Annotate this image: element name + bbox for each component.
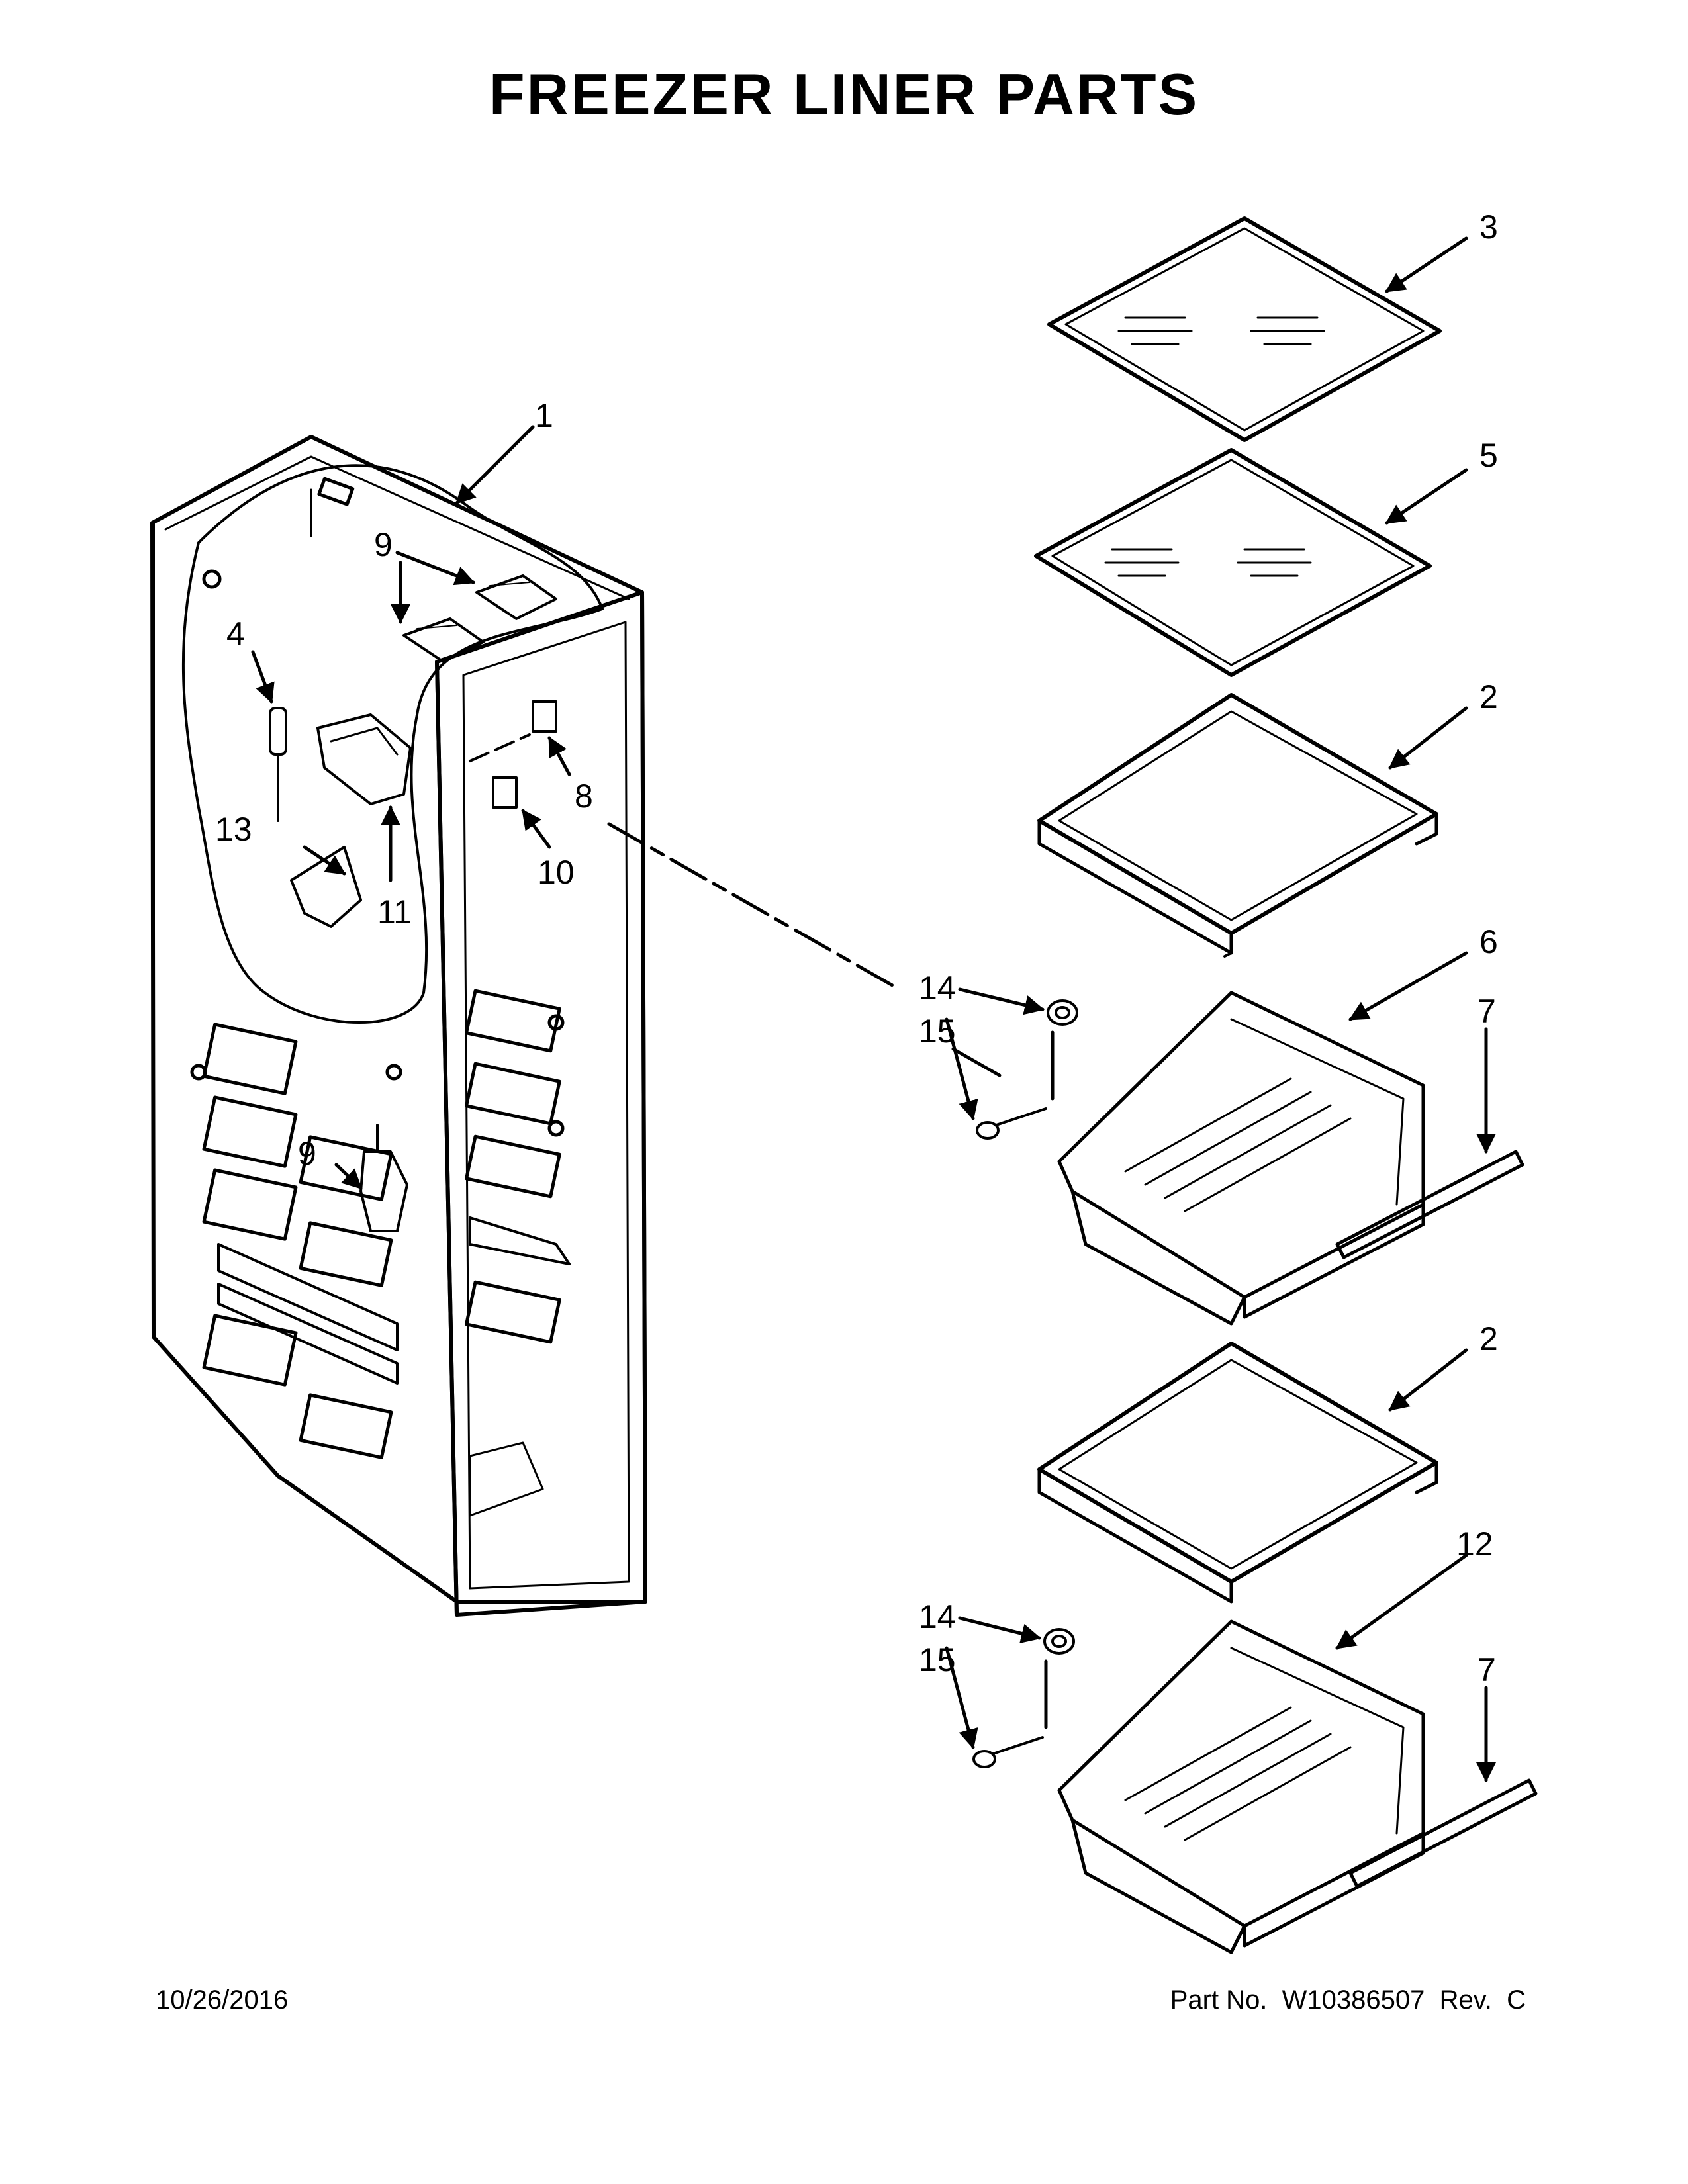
shelf-2-upper xyxy=(1037,693,1438,958)
part-4-sensor xyxy=(269,707,287,822)
callout-2-lower: 2 xyxy=(1479,1320,1498,1357)
callout-9-top: 9 xyxy=(374,526,393,563)
freezer-liner xyxy=(150,435,647,1617)
callout-4: 4 xyxy=(226,615,245,653)
footer-part-number: Part No. W10386507 Rev. C xyxy=(1170,1985,1526,2015)
diagram-title: FREEZER LINER PARTS xyxy=(489,62,1199,127)
part-8-10-switches xyxy=(492,700,557,809)
part-9-top-modules xyxy=(402,574,557,663)
callout-5: 5 xyxy=(1479,437,1498,474)
parts-14-15-lower xyxy=(972,1628,1075,1768)
rail-7-lower xyxy=(1348,1778,1538,1888)
callout-arrows xyxy=(251,236,1496,1782)
part-9-lower-module xyxy=(359,1124,408,1232)
shelf-2-lower xyxy=(1037,1342,1438,1604)
footer-date: 10/26/2016 xyxy=(156,1985,289,2015)
callout-14-upper: 14 xyxy=(919,970,956,1007)
callout-12: 12 xyxy=(1456,1525,1493,1563)
callout-9-lower: 9 xyxy=(298,1135,316,1172)
callout-15-lower: 15 xyxy=(919,1641,956,1678)
callout-14-lower: 14 xyxy=(919,1598,956,1635)
callout-labels: 1 2 2 3 4 5 6 7 7 8 9 9 10 11 12 13 14 1… xyxy=(215,208,1498,1688)
callout-11: 11 xyxy=(377,893,412,931)
rail-7-upper xyxy=(1335,1150,1524,1259)
drawer-12 xyxy=(1057,1619,1425,1954)
callout-1: 1 xyxy=(535,397,553,434)
part-13-clip xyxy=(290,846,362,928)
callout-13: 13 xyxy=(215,811,252,848)
drawer-6 xyxy=(1057,991,1425,1326)
callout-8: 8 xyxy=(575,778,593,815)
callout-10: 10 xyxy=(538,854,575,891)
callout-15-upper: 15 xyxy=(919,1013,956,1050)
callout-3: 3 xyxy=(1479,208,1498,246)
callout-7-lower: 7 xyxy=(1477,1651,1496,1688)
shelf-5 xyxy=(1034,448,1432,677)
callout-2-upper: 2 xyxy=(1479,678,1498,715)
callout-6: 6 xyxy=(1479,923,1498,960)
part-11-bracket xyxy=(316,713,412,805)
callout-7-upper: 7 xyxy=(1477,993,1496,1030)
shelf-3 xyxy=(1047,216,1442,442)
parts-14-15-upper xyxy=(976,999,1078,1140)
